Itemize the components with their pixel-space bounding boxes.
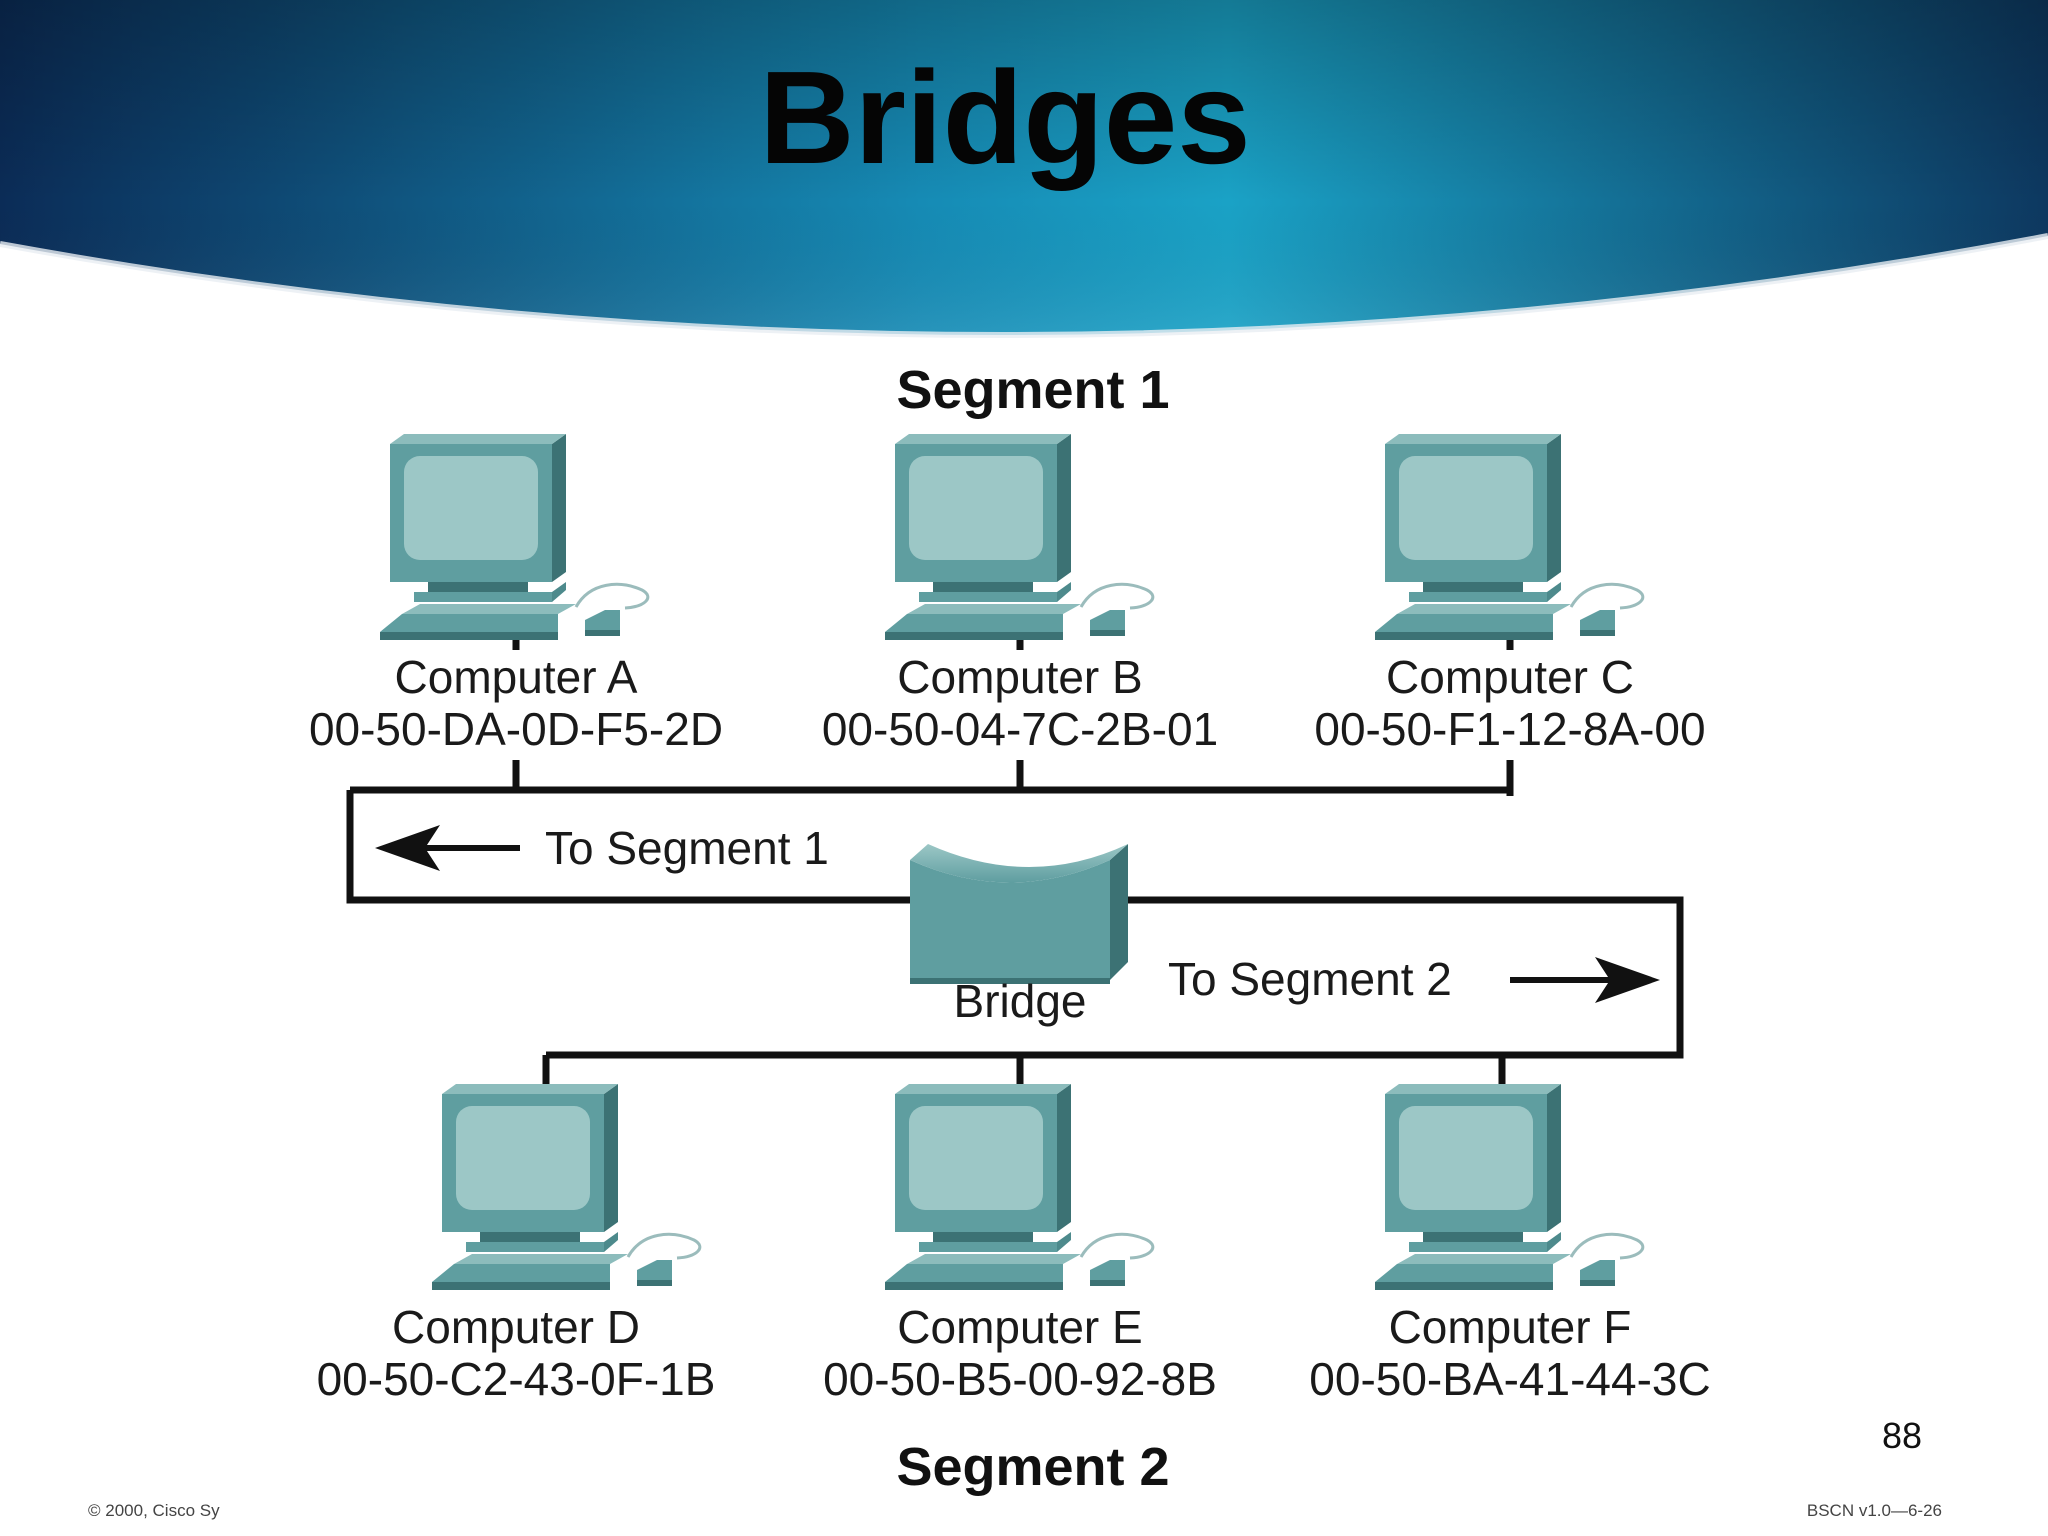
- computer-d-mac: 00-50-C2-43-0F-1B: [317, 1353, 716, 1405]
- segment-2-label: Segment 2: [896, 1437, 1169, 1497]
- computer-c-mac: 00-50-F1-12-8A-00: [1314, 703, 1705, 755]
- to-segment-1-label: To Segment 1: [545, 822, 829, 874]
- computer-e-mac: 00-50-B5-00-92-8B: [823, 1353, 1217, 1405]
- computer-f: Computer F 00-50-BA-41-44-3C: [1309, 1082, 1711, 1405]
- bridge-link-segment-1: [346, 790, 912, 904]
- bridge-label: Bridge: [954, 975, 1087, 1027]
- computer-f-name: Computer F: [1389, 1301, 1632, 1353]
- header-banner: [0, 0, 2048, 338]
- arrow-left-icon: [375, 825, 520, 871]
- computer-a-icon: [378, 432, 650, 642]
- computer-b: Computer B 00-50-04-7C-2B-01: [822, 432, 1218, 755]
- computer-a-name: Computer A: [395, 651, 638, 703]
- computer-e-name: Computer E: [897, 1301, 1142, 1353]
- computer-e-icon: [883, 1082, 1155, 1292]
- footer-course-code: BSCN v1.0—6-26: [1807, 1501, 1942, 1520]
- bridge-link-segment-2: [546, 896, 1684, 1059]
- computer-d: Computer D 00-50-C2-43-0F-1B: [317, 1082, 716, 1405]
- computer-a-mac: 00-50-DA-0D-F5-2D: [309, 703, 723, 755]
- computer-b-name: Computer B: [897, 651, 1142, 703]
- computer-f-mac: 00-50-BA-41-44-3C: [1309, 1353, 1710, 1405]
- computer-e: Computer E 00-50-B5-00-92-8B: [823, 1082, 1217, 1405]
- computer-c-icon: [1373, 432, 1645, 642]
- slide-title: Bridges: [759, 44, 1250, 191]
- bridge-icon: [910, 844, 1128, 984]
- computer-c: Computer C 00-50-F1-12-8A-00: [1314, 432, 1706, 755]
- computer-b-mac: 00-50-04-7C-2B-01: [822, 703, 1218, 755]
- computer-a: Computer A 00-50-DA-0D-F5-2D: [309, 432, 723, 755]
- computer-d-name: Computer D: [392, 1301, 640, 1353]
- computer-b-icon: [883, 432, 1155, 642]
- arrow-right-icon: [1510, 957, 1660, 1003]
- computer-d-icon: [430, 1082, 702, 1292]
- footer-copyright: © 2000, Cisco Sy: [88, 1501, 220, 1520]
- page-number: 88: [1882, 1415, 1922, 1456]
- computer-f-icon: [1373, 1082, 1645, 1292]
- to-segment-2-label: To Segment 2: [1168, 953, 1452, 1005]
- computer-c-name: Computer C: [1386, 651, 1634, 703]
- network-cabling: [346, 626, 1684, 1085]
- segment-1-label: Segment 1: [896, 360, 1169, 420]
